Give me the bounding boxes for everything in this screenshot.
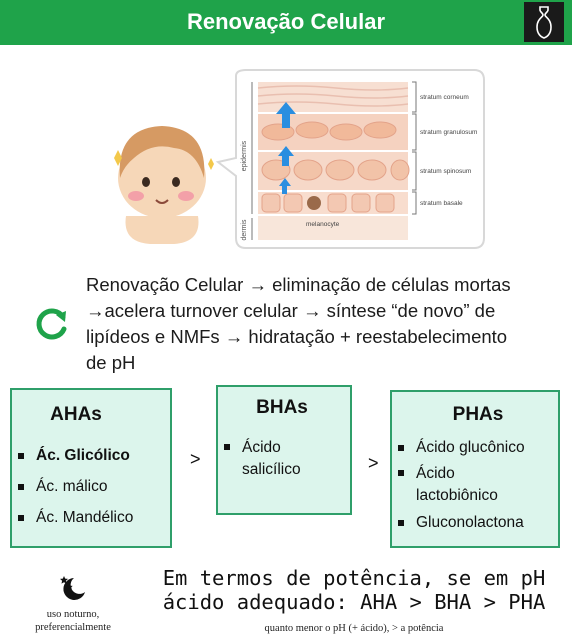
greater-than-sign: > xyxy=(190,449,201,469)
layer-label-corneum: stratum corneum xyxy=(420,94,469,101)
list-item: Ácido glucônico xyxy=(392,438,558,457)
bha-box: BHAs Ácido salicílico xyxy=(216,385,352,515)
summary-line: Renovação Celular → eliminação de célula… xyxy=(86,274,511,295)
layer-label-basale: stratum basale xyxy=(420,200,463,207)
aha-box: AHAs Ác. Glicólico Ác. málico Ác. Mandél… xyxy=(10,388,172,548)
list-item: Ác. Mandélico xyxy=(12,508,170,527)
greater-than-sign: > xyxy=(368,453,379,473)
night-line: uso noturno, xyxy=(46,609,100,620)
potency-statement: Em termos de potência, se em pH ácido ad… xyxy=(146,566,562,614)
aha-title: AHAs xyxy=(50,404,102,425)
dermis-label: dermis xyxy=(241,219,248,241)
pha-box: PHAs Ácido glucônico Ácido lactobiônico … xyxy=(390,390,560,548)
moon-stars-icon xyxy=(60,576,85,600)
potency-line: ácido adequado: AHA > BHA > PHA xyxy=(162,590,546,614)
pha-title: PHAs xyxy=(452,404,504,425)
cycle-arrow-icon xyxy=(36,308,67,340)
list-item: Ác. málico xyxy=(12,477,170,496)
summary-line: de pH xyxy=(86,352,136,373)
vase-logo-icon xyxy=(524,2,564,42)
bha-title: BHAs xyxy=(256,397,308,418)
potency-line: Em termos de potência, se em pH xyxy=(162,566,546,590)
potency-footnote: quanto menor o pH (+ ácido), > a potênci… xyxy=(264,623,444,634)
header-bar: Renovação Celular xyxy=(0,0,572,45)
layer-label-spinosum: stratum spinosum xyxy=(420,168,471,175)
epidermis-label: epidermis xyxy=(241,140,248,171)
girl-face-icon xyxy=(114,126,214,244)
summary-line: →acelera turnover celular → síntese “de … xyxy=(86,300,496,321)
cell-renewal-summary: Renovação Celular → eliminação de célula… xyxy=(86,272,566,376)
skin-layers-illustration: epidermis dermis stratum corneum stratum… xyxy=(96,66,488,252)
layer-label-granulosum: stratum granulosum xyxy=(420,129,477,136)
night-line: preferencialmente xyxy=(35,622,111,633)
melanocyte-label: melanocyte xyxy=(306,221,340,228)
list-item: Ácido lactobiônico xyxy=(392,463,558,507)
page-title: Renovação Celular xyxy=(186,9,386,34)
night-use-note: uso noturno, preferencialmente xyxy=(10,608,136,634)
list-item: Gluconolactona xyxy=(392,513,558,532)
summary-line: lipídeos e NMFs → hidratação + reestabel… xyxy=(86,326,508,347)
list-item: Ác. Glicólico xyxy=(12,446,170,465)
list-item: Ácido salicílico xyxy=(218,437,334,481)
